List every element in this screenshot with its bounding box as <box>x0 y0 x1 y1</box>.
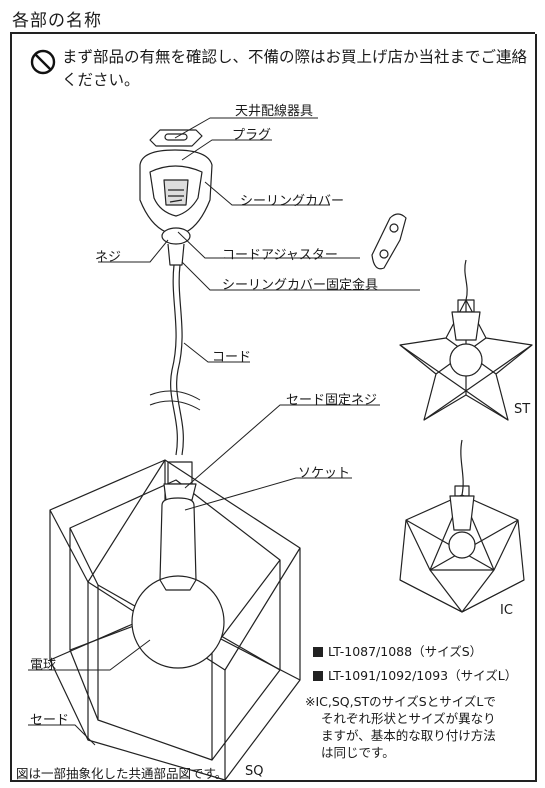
label-shade: セード <box>30 713 70 728</box>
legend-square-icon <box>313 647 323 657</box>
label-cord-adjuster: コードアジャスター <box>222 248 338 263</box>
label-plug: プラグ <box>232 128 272 143</box>
legend-size-s: LT-1087/1088（サイズS） <box>313 641 482 660</box>
label-bulb: 電球 <box>30 658 57 673</box>
warning-text: まず部品の有無を確認し、不備の際はお買上げ店か当社までご連絡ください。 <box>62 48 528 89</box>
leader-lines <box>28 117 420 746</box>
legend-size-l: LT-1091/1092/1093（サイズL） <box>313 665 517 684</box>
legend-square-icon <box>313 671 323 681</box>
cord-drawing <box>149 264 201 456</box>
st-shade-drawing <box>399 259 533 421</box>
page-title: 各部の名称 <box>12 11 102 31</box>
ic-shade-drawing <box>399 439 525 613</box>
ceiling-cover-drawing <box>139 149 213 266</box>
sq-shade-drawing <box>49 459 301 781</box>
model-ic: IC <box>500 603 513 618</box>
prohibited-icon <box>30 49 56 75</box>
content-frame <box>10 34 537 782</box>
footer-note: 図は一部抽象化した共通部品図です。 <box>16 766 228 781</box>
label-shade-screw: セード固定ネジ <box>286 393 378 408</box>
label-socket: ソケット <box>298 466 351 481</box>
label-screw: ネジ <box>95 250 122 265</box>
size-note: ※IC,SQ,STのサイズSとサイズLで それぞれ形状とサイズが異なり ますが、… <box>305 694 496 760</box>
model-sq: SQ <box>245 764 264 779</box>
cord-adjuster-drawing <box>371 213 407 270</box>
title-rule <box>10 32 535 34</box>
label-ceiling-fixture: 天井配線器具 <box>235 104 314 119</box>
label-cover-bracket: シーリングカバー固定金具 <box>222 278 379 293</box>
label-cord: コード <box>212 350 252 365</box>
model-st: ST <box>514 402 531 417</box>
label-ceiling-cover: シーリングカバー <box>240 194 345 209</box>
